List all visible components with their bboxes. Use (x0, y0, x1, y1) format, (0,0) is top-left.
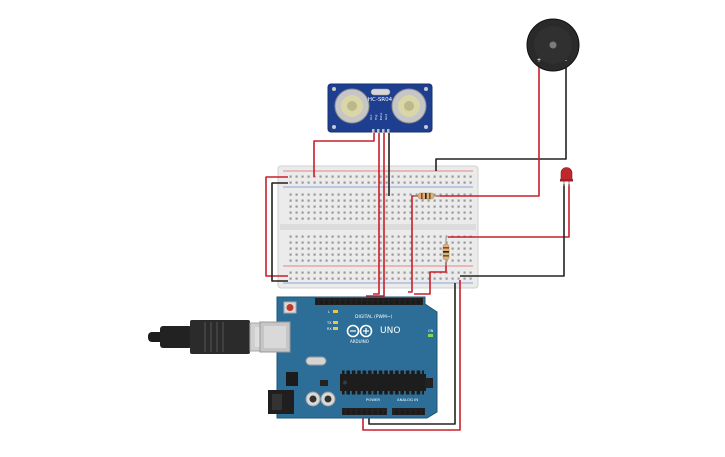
wire-led-anode (448, 184, 570, 238)
tx-led (333, 321, 338, 324)
sensor-pin-vcc-label: Vcc (369, 114, 373, 120)
buzzer-plus-label: + (536, 57, 541, 64)
arduino-logo-label: ARDUINO (350, 339, 369, 344)
breadboard (277, 165, 479, 289)
icsp-header (425, 378, 433, 388)
wire-5v (362, 280, 461, 431)
tx-label: TX (326, 321, 332, 325)
sensor-pin-trig-label: Trig (374, 115, 378, 121)
wire-led-to-pin (414, 262, 447, 295)
on-led (428, 334, 433, 337)
l-label: L (328, 310, 330, 314)
sensor-model-label: HC-SR04 (368, 97, 393, 103)
wire-rail-left-black (271, 182, 288, 282)
arduino-logo (346, 324, 373, 338)
sensor-pin-echo-label: Echo (379, 113, 383, 120)
ultrasonic-sensor: HC-SR04 Vcc Trig Echo Gnd (327, 83, 433, 133)
arduino-model-label: UNO (380, 326, 400, 336)
digital-label: DIGITAL (PWM~) (355, 314, 393, 320)
wire-buzzer-plus (436, 62, 540, 197)
on-label: ON (428, 329, 434, 333)
wire-sensor-trig (373, 132, 380, 295)
transducer-right (391, 88, 427, 124)
rx-led (333, 327, 338, 330)
arduino-uno: DIGITAL (PWM~) TX RX L ON UNO ARDUINO (259, 296, 438, 419)
small-header (320, 380, 328, 386)
analog-label: ANALOG IN (397, 397, 418, 402)
resistor-buzzer (414, 192, 440, 200)
voltage-regulator (286, 372, 298, 386)
crystal (305, 356, 327, 366)
piezo-buzzer: + - (526, 18, 580, 72)
crystal-oscillator (370, 88, 391, 96)
transducer-left (334, 88, 370, 124)
rx-label: RX (327, 327, 332, 331)
l-led (333, 310, 338, 313)
wire-buzzer-minus (435, 62, 567, 171)
power-label: POWER (366, 397, 380, 402)
wire-sensor-echo (366, 132, 385, 297)
wire-led-cathode (460, 184, 565, 277)
red-led (560, 167, 573, 186)
wire-rail-left-red (265, 176, 288, 277)
resistor-led (442, 238, 450, 266)
sensor-pin-gnd-label: Gnd (384, 114, 388, 120)
center-channel (280, 224, 476, 230)
wire-sensor-vcc (313, 132, 375, 177)
atmega-chip (340, 370, 426, 395)
buzzer-minus-label: - (565, 57, 567, 64)
